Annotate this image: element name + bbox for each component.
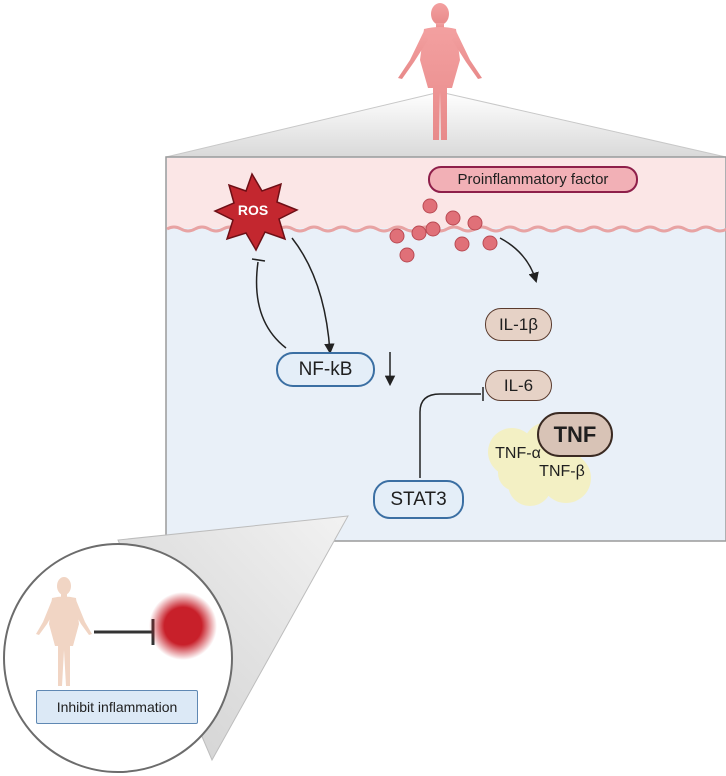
human-figure-top-icon xyxy=(398,3,482,140)
inflammation-spot xyxy=(149,592,217,660)
il6-node: IL-6 xyxy=(485,370,552,401)
inhibit-bar-ros xyxy=(251,258,266,262)
tnf-beta-label: TNF-β xyxy=(539,463,585,480)
tnf-node: TNF xyxy=(537,412,613,457)
arrow-particles-to-il1b xyxy=(499,237,539,284)
ros-label: ROS xyxy=(237,202,269,218)
ros-star-icon xyxy=(213,172,299,252)
il1b-node: IL-1β xyxy=(485,308,552,341)
proinflammatory-factor-label: Proinflammatory factor xyxy=(428,166,638,193)
arrow-stat3-to-il6 xyxy=(419,393,481,478)
tnf-alpha-label: TNF-α xyxy=(495,445,541,462)
arrow-nfkb-to-ros-inhibit xyxy=(255,261,287,349)
inset-circle xyxy=(3,543,233,773)
inhibit-inflammation-label: Inhibit inflammation xyxy=(36,690,198,724)
nfkb-node: NF-kB xyxy=(276,352,375,387)
arrow-ros-to-nfkb xyxy=(291,237,335,355)
human-figure-inset-icon xyxy=(36,577,92,686)
proinflammatory-particles xyxy=(389,198,498,263)
stat3-node: STAT3 xyxy=(373,480,464,519)
